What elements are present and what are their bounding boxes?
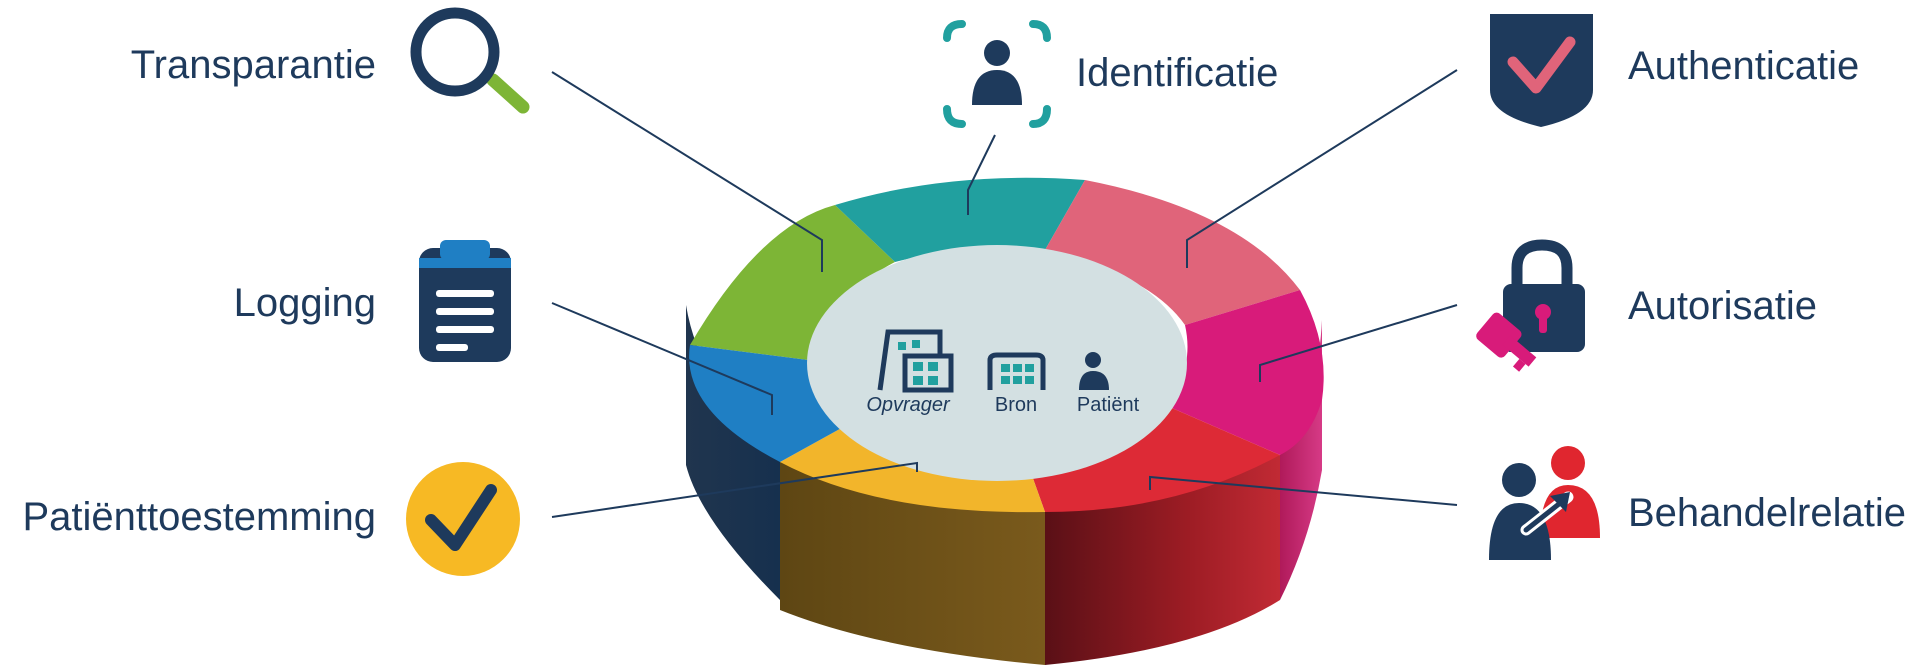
segment-blue xyxy=(689,345,865,462)
clipboard-icon xyxy=(419,240,511,362)
connector-logging xyxy=(551,302,773,415)
segment-red xyxy=(1030,405,1280,512)
segment-magenta xyxy=(1165,290,1324,455)
side-yellow xyxy=(780,462,1045,665)
label-behandelrelatie: Behandelrelatie xyxy=(1628,491,1906,535)
two-people-link-icon xyxy=(1489,446,1600,560)
label-transparantie: Transparantie xyxy=(130,43,376,87)
shield-check-icon xyxy=(1490,14,1593,127)
connector-behandelrelatie xyxy=(1149,475,1458,506)
segment-teal xyxy=(835,177,1085,262)
connector-patienttoestemming xyxy=(551,461,918,518)
magnifier-icon xyxy=(410,7,530,114)
label-logging: Logging xyxy=(233,281,376,325)
checkmark-circle-icon xyxy=(406,462,520,576)
patient-person-icon xyxy=(1079,352,1109,390)
segment-green xyxy=(690,205,895,360)
bron-building-icon xyxy=(987,352,1046,390)
label-patienttoestemming: Patiënttoestemming xyxy=(22,495,376,539)
label-authenticatie: Authenticatie xyxy=(1628,44,1860,88)
label-autorisatie: Autorisatie xyxy=(1628,284,1817,328)
center-plate xyxy=(807,245,1187,481)
connector-autorisatie xyxy=(1259,304,1458,382)
center-label-opvrager: Opvrager xyxy=(866,394,951,416)
connector-identificatie xyxy=(967,134,996,215)
center-label-patient: Patiënt xyxy=(1077,394,1140,416)
opvrager-building-icon xyxy=(877,329,954,393)
connector-lines xyxy=(551,69,1458,518)
connector-authenticatie xyxy=(1186,69,1458,268)
segment-pink xyxy=(1045,180,1300,325)
padlock-key-icon xyxy=(1476,239,1585,372)
disk-top xyxy=(689,177,1324,513)
label-identificatie: Identificatie xyxy=(1076,51,1279,95)
center-label-bron: Bron xyxy=(995,394,1037,416)
person-scan-icon xyxy=(943,20,1051,128)
connector-transparantie xyxy=(551,71,823,272)
